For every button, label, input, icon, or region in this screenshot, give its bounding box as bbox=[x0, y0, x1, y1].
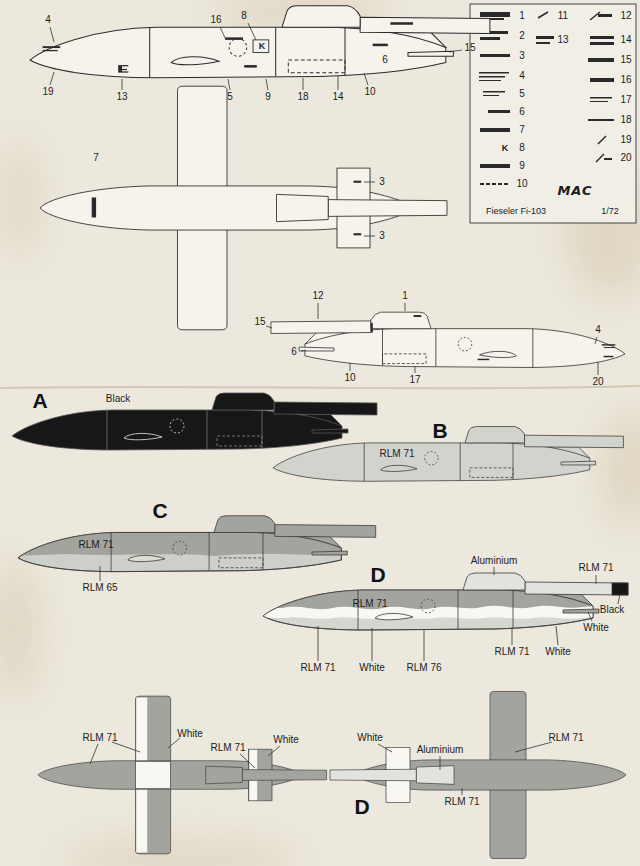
side-view-placement-right bbox=[271, 312, 625, 367]
color-name: Black bbox=[600, 605, 624, 615]
color-name: RLM 71 bbox=[379, 449, 414, 459]
legend-number: 9 bbox=[519, 161, 525, 171]
scheme-d-side bbox=[258, 573, 633, 630]
legend-number: 15 bbox=[620, 55, 631, 65]
side-view-placement bbox=[30, 6, 490, 78]
callout-number: 1 bbox=[402, 291, 408, 301]
color-name: RLM 71 bbox=[352, 599, 387, 609]
color-name: White bbox=[273, 735, 299, 745]
legend-number: 12 bbox=[620, 11, 631, 21]
legend-number: 3 bbox=[519, 51, 525, 61]
callout-number: 6 bbox=[382, 55, 388, 65]
legend-number: 10 bbox=[516, 179, 527, 189]
scheme-letter: D bbox=[370, 564, 385, 585]
color-name: RLM 65 bbox=[82, 583, 117, 593]
maker-logo: MAC bbox=[557, 184, 592, 197]
legend-number: 8 bbox=[519, 143, 525, 153]
color-name: Black bbox=[106, 394, 130, 404]
legend-number: 16 bbox=[620, 75, 631, 85]
color-name: White bbox=[583, 623, 609, 633]
callout-number: 17 bbox=[409, 375, 420, 385]
legend-number: 17 bbox=[620, 95, 631, 105]
scheme-d-top-right bbox=[330, 691, 626, 858]
callout-number: 14 bbox=[332, 92, 343, 102]
legend-number: 18 bbox=[620, 115, 631, 125]
callout-number: 3 bbox=[379, 177, 385, 187]
scheme-letter: D bbox=[354, 796, 369, 817]
color-name: RLM 71 bbox=[82, 733, 117, 743]
legend-number: 6 bbox=[519, 107, 525, 117]
callout-number: 16 bbox=[210, 15, 221, 25]
legend-number: 11 bbox=[558, 11, 568, 21]
callout-number: 12 bbox=[312, 291, 323, 301]
decal-letter: K bbox=[502, 144, 509, 153]
legend-number: 5 bbox=[519, 89, 525, 99]
callout-number: 18 bbox=[297, 92, 308, 102]
callout-number: 15 bbox=[254, 317, 265, 327]
top-view-placement bbox=[40, 86, 447, 330]
callout-number: 4 bbox=[595, 325, 601, 335]
color-name: RLM 71 bbox=[300, 663, 335, 673]
legend-number: 1 bbox=[519, 11, 525, 21]
color-name: RLM 71 bbox=[494, 647, 529, 657]
fold-crease bbox=[0, 386, 640, 388]
callout-number: 13 bbox=[116, 92, 127, 102]
scheme-letter: C bbox=[152, 500, 167, 521]
legend-number: 13 bbox=[557, 35, 568, 45]
scheme-d-top-left bbox=[38, 696, 327, 854]
legend-number: 7 bbox=[519, 125, 525, 135]
legend-number: 20 bbox=[620, 153, 631, 163]
color-name: RLM 76 bbox=[406, 663, 441, 673]
color-name: White bbox=[545, 647, 571, 657]
callout-number: 8 bbox=[241, 11, 247, 21]
callout-number: 7 bbox=[93, 153, 99, 163]
scheme-letter: B bbox=[432, 420, 447, 441]
callout-number: 10 bbox=[344, 373, 355, 383]
callout-number: 15 bbox=[464, 43, 475, 53]
color-name: RLM 71 bbox=[210, 743, 245, 753]
legend-number: 14 bbox=[620, 35, 631, 45]
kit-title: Fieseler Fi-103 bbox=[486, 207, 546, 216]
decal-letter: K bbox=[259, 42, 266, 51]
scheme-b-rlm71 bbox=[273, 427, 623, 482]
scheme-letter: A bbox=[32, 390, 47, 411]
scheme-a-black bbox=[12, 393, 377, 450]
callout-number: 6 bbox=[291, 347, 297, 357]
color-name: White bbox=[359, 663, 385, 673]
legend-number: 4 bbox=[519, 71, 525, 81]
color-name: Aluminium bbox=[417, 745, 464, 755]
legend-number: 19 bbox=[620, 135, 631, 145]
callout-number: 19 bbox=[42, 87, 53, 97]
color-name: White bbox=[177, 729, 203, 739]
color-name: Aluminium bbox=[471, 556, 518, 566]
color-name: RLM 71 bbox=[78, 540, 113, 550]
color-name: RLM 71 bbox=[578, 563, 613, 573]
callout-number: 9 bbox=[265, 92, 271, 102]
legend-number: 2 bbox=[519, 31, 525, 41]
scale-text: 1/72 bbox=[601, 207, 619, 216]
callout-number: 10 bbox=[364, 87, 375, 97]
color-name: RLM 71 bbox=[548, 733, 583, 743]
callout-number: 5 bbox=[227, 92, 233, 102]
color-name: White bbox=[357, 733, 383, 743]
scheme-c-two-tone bbox=[13, 516, 381, 572]
leader-lines bbox=[50, 23, 620, 795]
callout-number: 4 bbox=[45, 15, 51, 25]
color-name: RLM 71 bbox=[444, 797, 479, 807]
callout-number: 20 bbox=[592, 377, 603, 387]
callout-number: 3 bbox=[379, 231, 385, 241]
decal-samples bbox=[479, 12, 614, 184]
decal-legend-frame bbox=[470, 4, 636, 223]
